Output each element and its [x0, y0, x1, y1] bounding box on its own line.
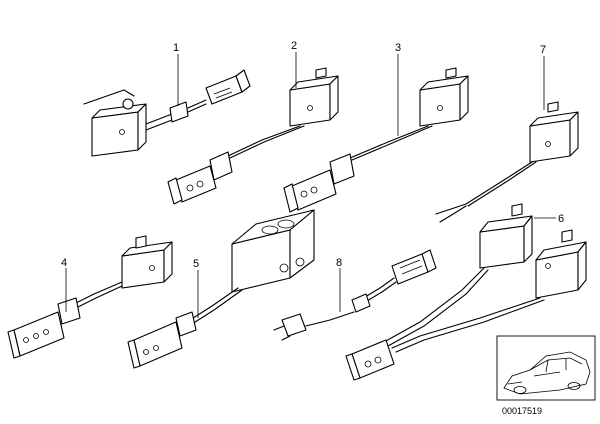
callout-6: 6 — [558, 213, 564, 225]
callout-1: 1 — [173, 42, 179, 54]
callout-2: 2 — [291, 40, 297, 52]
part-3-switch-assembly[interactable] — [283, 67, 469, 213]
callout-5: 5 — [193, 258, 199, 270]
image-code: 00017519 — [502, 406, 542, 416]
part-7-switch-assembly[interactable] — [435, 101, 579, 223]
callout-8: 8 — [336, 257, 342, 269]
callout-4: 4 — [61, 257, 67, 269]
part-8-cable-assembly[interactable] — [273, 249, 437, 341]
part-6-switch-assembly[interactable] — [345, 203, 587, 381]
callout-3: 3 — [395, 42, 401, 54]
part-2-switch-assembly[interactable] — [167, 67, 339, 205]
callout-7: 7 — [540, 44, 546, 56]
part-5-switch-assembly[interactable] — [127, 209, 315, 369]
vehicle-thumbnail — [496, 335, 596, 401]
part-4-switch-assembly[interactable] — [7, 235, 173, 359]
part-1-switch-assembly[interactable] — [83, 69, 251, 157]
